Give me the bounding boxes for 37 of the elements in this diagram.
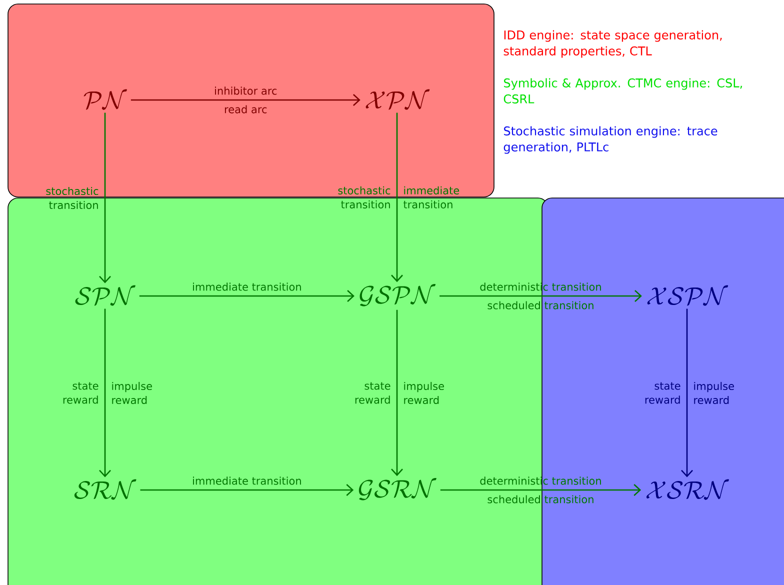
- arrow: [681, 308, 693, 478]
- legend-entry: Symbolic & Approx. CTMC engine: CSL, CSRL: [504, 78, 742, 104]
- model-name: $\mathcal{XPN}$: [366, 89, 430, 110]
- edge-label: stochastic transition: [338, 186, 390, 208]
- edge-label: state reward: [645, 382, 680, 404]
- arrow: [440, 290, 642, 302]
- legend-entry: IDD engine: state space generation, standard properties, CTL: [504, 30, 722, 58]
- model-name: $\mathcal{XSPN}$: [647, 285, 728, 306]
- arrow: [130, 94, 360, 106]
- arrow: [391, 310, 403, 476]
- region-box: [8, 4, 494, 198]
- arrow: [391, 112, 403, 282]
- side-label: impulse reward: [694, 382, 734, 404]
- legend-entry: Stochastic simulation engine: trace generation, PLTLc: [504, 126, 718, 154]
- arrow: [99, 308, 111, 478]
- edge-label: state reward: [355, 382, 390, 404]
- side-label: impulse reward: [404, 382, 444, 404]
- edge-label: stochastic transition: [46, 186, 98, 210]
- arrow: [139, 290, 354, 302]
- model-name: $\mathcal{XSRN}$: [646, 479, 729, 500]
- side-label: scheduled transition: [488, 495, 594, 504]
- edge-label: state reward: [63, 382, 98, 404]
- side-label: impulse reward: [112, 382, 152, 404]
- edge-label: inhibitor arc: [215, 86, 277, 95]
- edge-label: immediate transition: [193, 282, 301, 291]
- side-label: scheduled transition: [488, 301, 594, 310]
- model-name: $\mathcal{PN}$: [84, 89, 127, 110]
- edge-label: immediate transition: [193, 476, 301, 485]
- model-name: $\mathcal{SRN}$: [74, 479, 136, 500]
- model-name: $\mathcal{GSRN}$: [358, 478, 436, 500]
- arrow: [99, 112, 111, 284]
- side-label: immediate transition: [404, 186, 460, 208]
- model-name: $\mathcal{SPN}$: [75, 285, 136, 306]
- arrow: [440, 484, 642, 496]
- model-name: $\mathcal{GSPN}$: [360, 284, 436, 306]
- side-label: read arc: [224, 105, 267, 114]
- arrow: [140, 484, 354, 496]
